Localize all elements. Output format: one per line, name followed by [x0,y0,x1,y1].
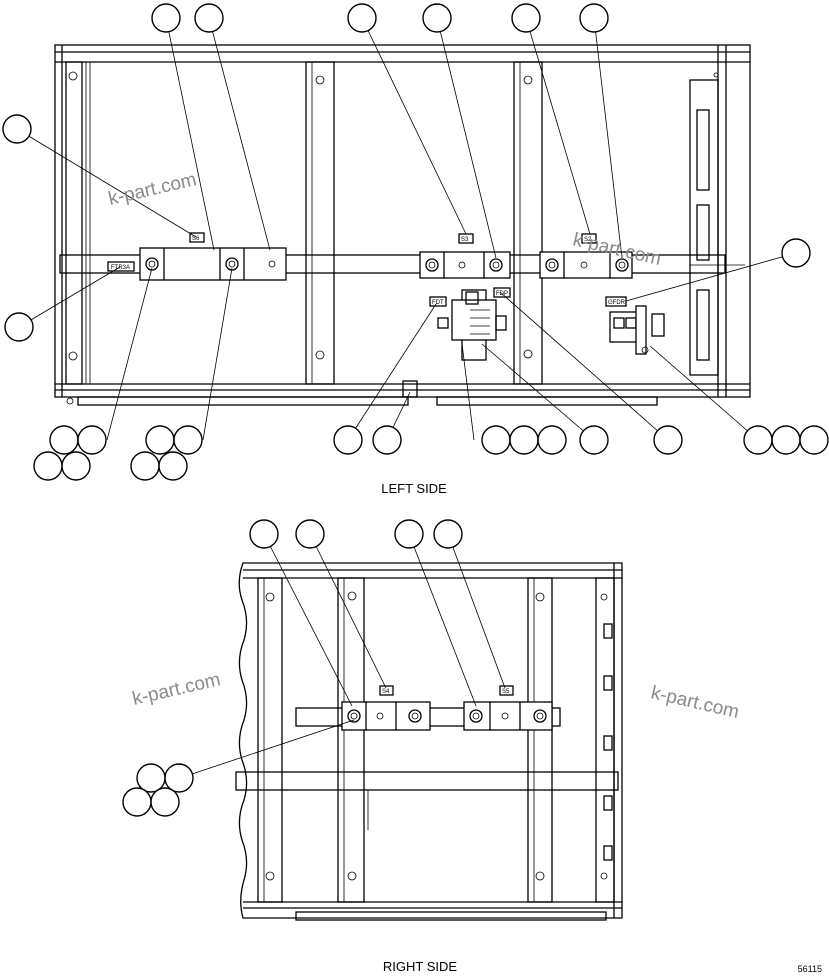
callout-balloon [771,425,801,455]
callout-balloon [61,451,91,481]
callout-balloon [77,425,107,455]
callout-balloon [537,425,567,455]
callout-balloon [394,519,424,549]
callout-balloon [194,3,224,33]
callout-balloon [49,425,79,455]
tag-s5: S5 [502,689,510,695]
callout-balloon [433,519,463,549]
callout-balloon [151,3,181,33]
tag-s6: S6 [192,236,200,242]
right-side-caption: RIGHT SIDE [383,959,457,974]
callout-balloon [579,425,609,455]
watermark: k-part.com [106,169,198,210]
tag-s4: S4 [382,689,390,695]
left-leader-lines [16,17,797,441]
callout-balloon [509,425,539,455]
left-side-frame [54,44,751,406]
callout-balloon [2,114,32,144]
callout-balloon [164,763,194,793]
callout-balloon [347,3,377,33]
right-wire-tags: S4 S5 [379,685,514,696]
callout-balloon [122,787,152,817]
callout-balloon [579,3,609,33]
figure-number: 56115 [798,964,822,974]
callout-balloon [249,519,279,549]
callout-balloon [295,519,325,549]
callout-balloon [33,451,63,481]
callout-balloon [150,787,180,817]
callout-balloon [799,425,829,455]
callout-balloon [743,425,773,455]
right-side-frame [235,562,623,921]
left-fuse-holders [139,247,633,281]
callout-balloon [511,3,541,33]
callout-balloon [333,425,363,455]
left-relay-components [437,289,665,361]
callout-balloon [173,425,203,455]
left-side-caption: LEFT SIDE [381,481,447,496]
callout-balloon [158,451,188,481]
callout-balloon [136,763,166,793]
left-callout-balloons [2,3,829,481]
callout-balloon [653,425,683,455]
callout-balloon [422,3,452,33]
tag-s3: S3 [461,237,469,243]
callout-balloon [145,425,175,455]
callout-balloon [781,238,811,268]
callout-balloon [372,425,402,455]
tag-fdt: FDT [432,300,444,306]
watermark: k-part.com [649,682,741,723]
callout-balloon [130,451,160,481]
right-callout-balloons [122,519,463,817]
right-fuse-holders [341,701,553,731]
callout-balloon [481,425,511,455]
callout-balloon [4,312,34,342]
watermark: k-part.com [130,669,222,710]
tag-gfdr: GFDR [608,300,626,306]
tag-s2: S2 [584,237,592,243]
tag-ftr3a: FTR3A [111,265,130,271]
right-leader-lines [179,533,506,779]
